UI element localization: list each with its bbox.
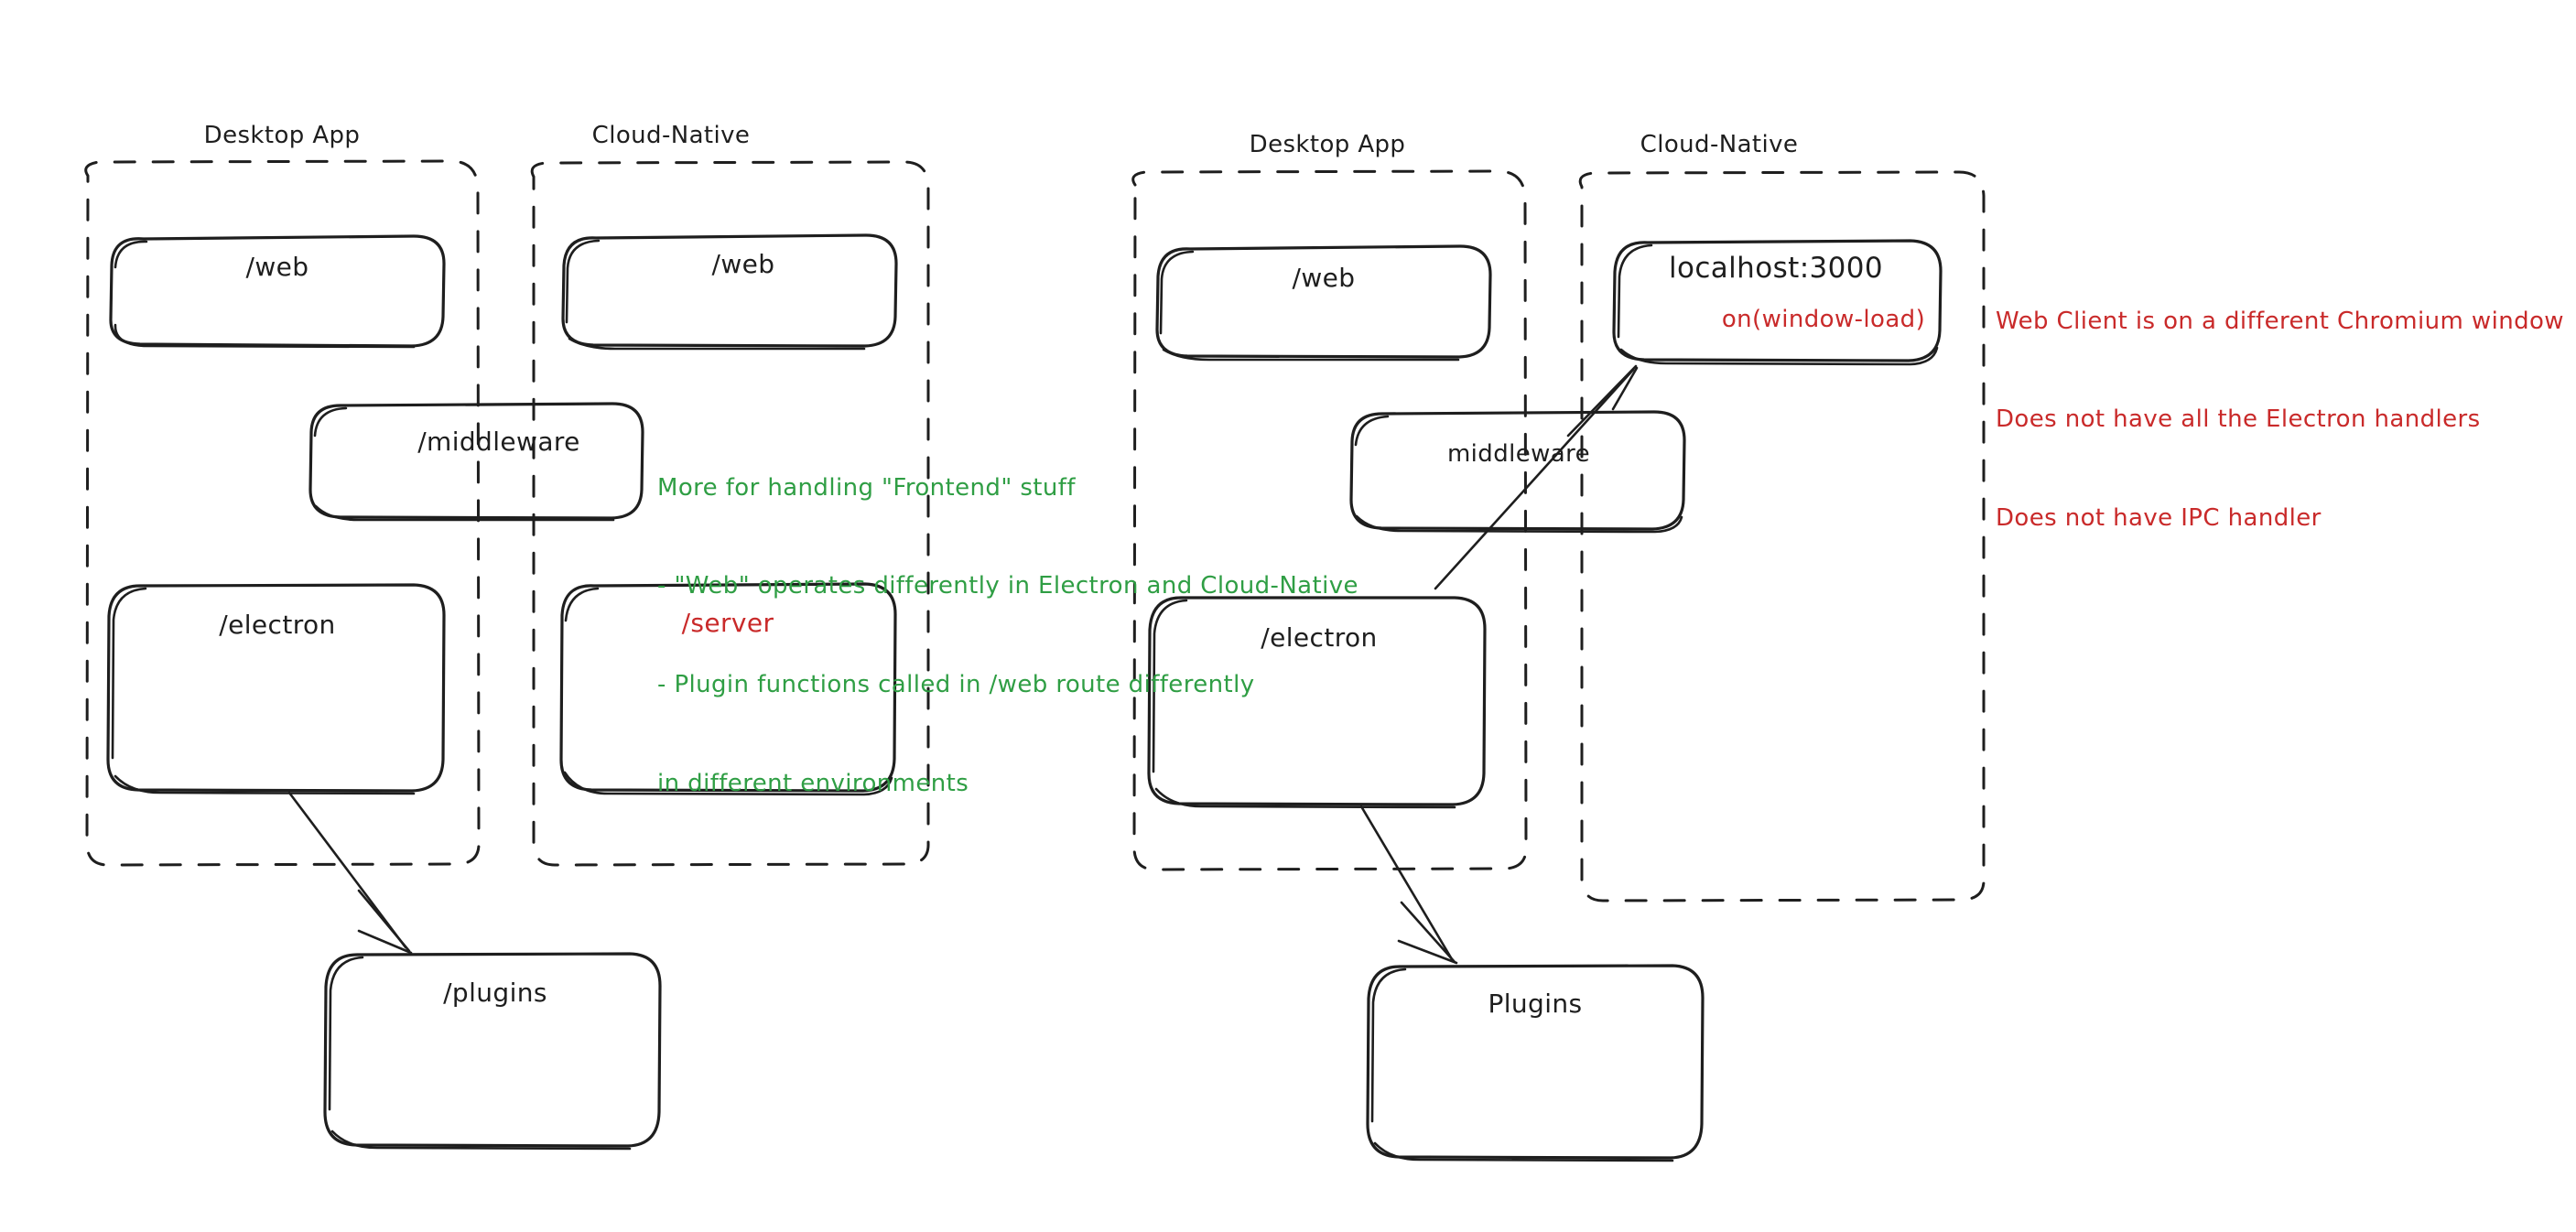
- right-desktop-app-title: Desktop App: [1249, 131, 1406, 158]
- left-desktop-web-label: /web: [245, 252, 309, 282]
- green-annotation-line-2: - "Web" operates differently in Electron…: [657, 572, 1358, 600]
- right-plugins-label: Plugins: [1488, 989, 1583, 1019]
- left-cloud-web-label: /web: [711, 249, 775, 279]
- left-cloud-native-title: Cloud-Native: [591, 122, 751, 149]
- red-annotation-line-2: Does not have all the Electron handlers: [1996, 405, 2481, 434]
- green-annotation: More for handling "Frontend" stuff - "We…: [657, 406, 1358, 866]
- right-plugins-shape: [1366, 964, 1705, 1162]
- left-desktop-app-title: Desktop App: [203, 122, 361, 149]
- right-cloud-native-container: [1578, 170, 1986, 902]
- right-localhost-sublabel: on(window-load): [1721, 306, 1926, 333]
- left-cloud-web-shape: [561, 233, 898, 351]
- green-annotation-line-4: in different environments: [657, 769, 969, 797]
- left-plugins-shape: [323, 952, 662, 1151]
- right-middleware-shape: [1349, 410, 1686, 534]
- red-annotation-line-1: Web Client is on a different Chromium wi…: [1996, 307, 2564, 335]
- red-annotation: Web Client is on a different Chromium wi…: [1996, 240, 2564, 601]
- right-localhost-shape: [1612, 239, 1943, 366]
- left-server-label: /server: [681, 608, 774, 638]
- left-electron-label: /electron: [219, 610, 336, 640]
- left-desktop-app-container: [84, 159, 481, 867]
- left-middleware-label: /middleware: [417, 427, 580, 457]
- left-cloud-native-container: [530, 160, 930, 867]
- right-electron-shape: [1147, 596, 1487, 809]
- right-desktop-app-container: [1131, 169, 1528, 871]
- right-desktop-web-label: /web: [1292, 263, 1356, 293]
- right-desktop-web-shape: [1155, 244, 1492, 362]
- left-middleware-shape: [308, 402, 644, 522]
- left-plugins-label: /plugins: [443, 978, 547, 1008]
- right-middleware-label: middleware: [1446, 440, 1591, 468]
- green-annotation-line-3: - Plugin functions called in /web route …: [657, 671, 1255, 698]
- right-electron-to-plugins-arrow: [1359, 805, 1458, 965]
- left-desktop-web-shape: [109, 234, 446, 349]
- left-electron-shape: [106, 583, 446, 795]
- right-localhost-label: localhost:3000: [1668, 252, 1884, 285]
- left-server-shape: [559, 582, 897, 796]
- green-annotation-line-1: More for handling "Frontend" stuff: [657, 473, 1076, 502]
- red-annotation-line-3: Does not have IPC handler: [1996, 504, 2322, 532]
- right-electron-to-localhost-arrow: [1434, 364, 1639, 590]
- right-cloud-native-title: Cloud-Native: [1640, 131, 1799, 158]
- right-electron-label: /electron: [1261, 622, 1378, 653]
- left-electron-to-plugins-arrow: [287, 791, 413, 955]
